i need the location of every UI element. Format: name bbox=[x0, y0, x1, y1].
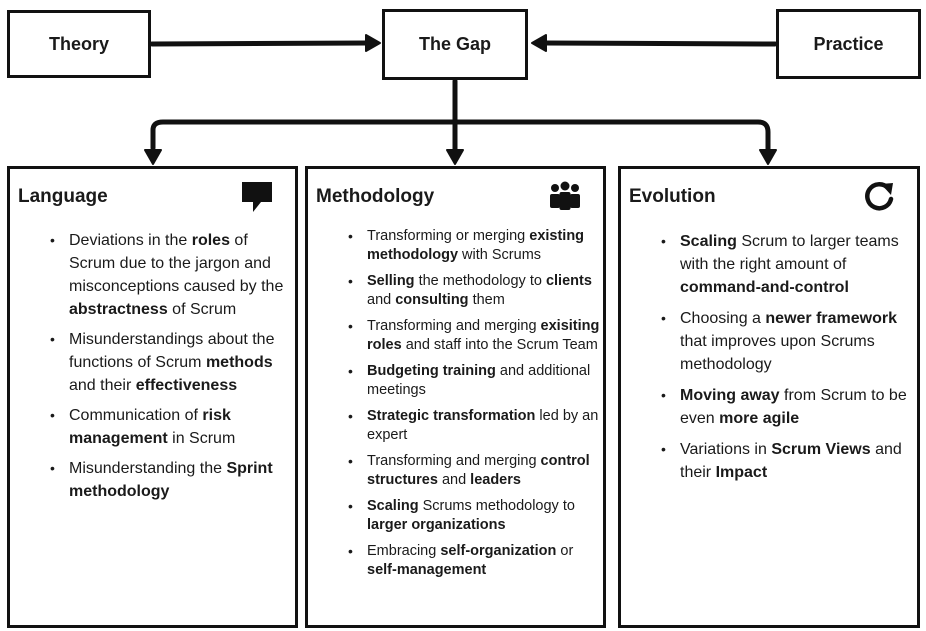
list-item: Selling the methodology to clients and c… bbox=[345, 272, 607, 310]
bold-text: Budgeting training bbox=[367, 363, 496, 379]
text: Scrum to larger teams with the right amo… bbox=[680, 233, 899, 273]
bold-text: risk management bbox=[69, 407, 231, 447]
theory-to-gap-arrow bbox=[149, 40, 371, 47]
text: Deviations in the bbox=[69, 232, 192, 249]
bold-text: Scrum Views bbox=[771, 441, 871, 458]
bold-text: Sprint methodology bbox=[69, 460, 273, 500]
arrowhead-methodology bbox=[446, 149, 464, 165]
arrowhead-gap-left bbox=[365, 34, 381, 52]
methodology-title: Methodology bbox=[316, 186, 435, 207]
text: of Scrum bbox=[167, 301, 237, 318]
text: Scrums methodology to bbox=[418, 498, 575, 514]
bold-text: effectiveness bbox=[135, 377, 238, 394]
theory-box: Theory bbox=[7, 10, 151, 78]
bold-text: more agile bbox=[719, 410, 800, 427]
text: Transforming and merging bbox=[367, 453, 541, 469]
bold-text: Impact bbox=[715, 464, 768, 481]
evolution-list: Scaling Scrum to larger teams with the r… bbox=[658, 230, 918, 492]
bold-text: methods bbox=[205, 354, 273, 371]
bold-text: consulting bbox=[395, 292, 469, 308]
practice-label: Practice bbox=[813, 33, 884, 54]
gap-label: The Gap bbox=[418, 34, 491, 54]
text: Communication of bbox=[69, 407, 203, 424]
text: and bbox=[437, 472, 471, 488]
text: Transforming or merging bbox=[367, 228, 530, 244]
text: Misunderstanding the bbox=[69, 460, 227, 477]
methodology-list: Transforming or merging existing methodo… bbox=[345, 227, 607, 587]
list-item: Moving away from Scrum to be even more a… bbox=[658, 384, 918, 430]
list-item: Scaling Scrums methodology to larger org… bbox=[345, 497, 607, 535]
list-item: Budgeting training and additional meetin… bbox=[345, 362, 607, 400]
list-item: Communication of risk management in Scru… bbox=[47, 404, 287, 450]
list-item: Scaling Scrum to larger teams with the r… bbox=[658, 230, 918, 299]
list-item: Transforming or merging existing methodo… bbox=[345, 227, 607, 265]
bold-text: control structures bbox=[367, 453, 590, 488]
gap-box: The Gap bbox=[382, 9, 528, 80]
bold-text: self-organization bbox=[440, 543, 557, 559]
text: of Scrum due to the jargon and misconcep… bbox=[69, 232, 284, 295]
bold-text: newer framework bbox=[765, 310, 897, 327]
text: the methodology to bbox=[414, 273, 546, 289]
language-title: Language bbox=[18, 186, 108, 207]
bold-text: existing methodology bbox=[367, 228, 585, 263]
language-list: Deviations in the roles of Scrum due to … bbox=[47, 229, 287, 510]
text: Transforming and merging bbox=[367, 318, 541, 334]
text: and staff into the Scrum Team bbox=[401, 337, 598, 353]
methodology-panel: Methodology Transforming or merging exis… bbox=[305, 166, 606, 628]
bold-text: abstractness bbox=[69, 301, 168, 318]
bold-text: self-management bbox=[367, 562, 487, 578]
list-item: Embracing self-organization or self-mana… bbox=[345, 542, 607, 580]
speech-bubble-icon bbox=[242, 182, 272, 212]
list-item: Transforming and merging control structu… bbox=[345, 452, 607, 490]
bold-text: Scaling bbox=[680, 233, 737, 250]
text: with Scrums bbox=[458, 247, 542, 263]
bold-text: larger organizations bbox=[367, 517, 506, 533]
list-item: Deviations in the roles of Scrum due to … bbox=[47, 229, 287, 321]
list-item: Choosing a newer framework that improves… bbox=[658, 307, 918, 376]
text: them bbox=[468, 292, 505, 308]
list-item: Misunderstanding the Sprint methodology bbox=[47, 457, 287, 503]
text: led by an expert bbox=[367, 408, 599, 443]
bold-text: exisiting roles bbox=[367, 318, 600, 353]
bold-text: Strategic transformation bbox=[367, 408, 536, 424]
text: Misunderstandings about the functions of… bbox=[69, 331, 275, 371]
bold-text: Moving away bbox=[680, 387, 780, 404]
text: Embracing bbox=[367, 543, 441, 559]
list-item: Variations in Scrum Views and their Impa… bbox=[658, 438, 918, 484]
text: Variations in bbox=[680, 441, 772, 458]
practice-to-gap-arrow bbox=[541, 40, 778, 47]
list-item: Strategic transformation led by an exper… bbox=[345, 407, 607, 445]
bold-text: roles bbox=[191, 232, 230, 249]
text: and their bbox=[680, 441, 902, 481]
text: from Scrum to be even bbox=[680, 387, 907, 427]
arrowhead-gap-right bbox=[531, 34, 547, 52]
text: and bbox=[367, 292, 396, 308]
group-icon bbox=[550, 181, 580, 210]
list-item: Transforming and merging exisiting roles… bbox=[345, 317, 607, 355]
practice-box: Practice bbox=[776, 9, 921, 79]
text: and additional meetings bbox=[367, 363, 591, 398]
branch-line bbox=[150, 119, 771, 153]
text: and their bbox=[69, 377, 136, 394]
bold-text: clients bbox=[545, 273, 592, 289]
evolution-title: Evolution bbox=[629, 186, 716, 207]
arrowhead-evolution bbox=[759, 149, 777, 165]
refresh-icon bbox=[865, 182, 894, 211]
bold-text: command-and-control bbox=[680, 279, 849, 296]
arrowhead-language bbox=[144, 149, 162, 165]
text: that improves upon Scrums methodology bbox=[680, 333, 875, 373]
text: or bbox=[556, 543, 574, 559]
bold-text: Selling bbox=[367, 273, 415, 289]
language-panel: Language Deviations in the roles of Scru… bbox=[7, 166, 298, 628]
text: in Scrum bbox=[167, 430, 236, 447]
evolution-panel: Evolution Scaling Scrum to larger teams … bbox=[618, 166, 920, 628]
text: Choosing a bbox=[680, 310, 766, 327]
theory-label: Theory bbox=[48, 33, 109, 54]
bold-text: Scaling bbox=[367, 498, 419, 514]
list-item: Misunderstandings about the functions of… bbox=[47, 328, 287, 397]
bold-text: leaders bbox=[470, 472, 521, 488]
